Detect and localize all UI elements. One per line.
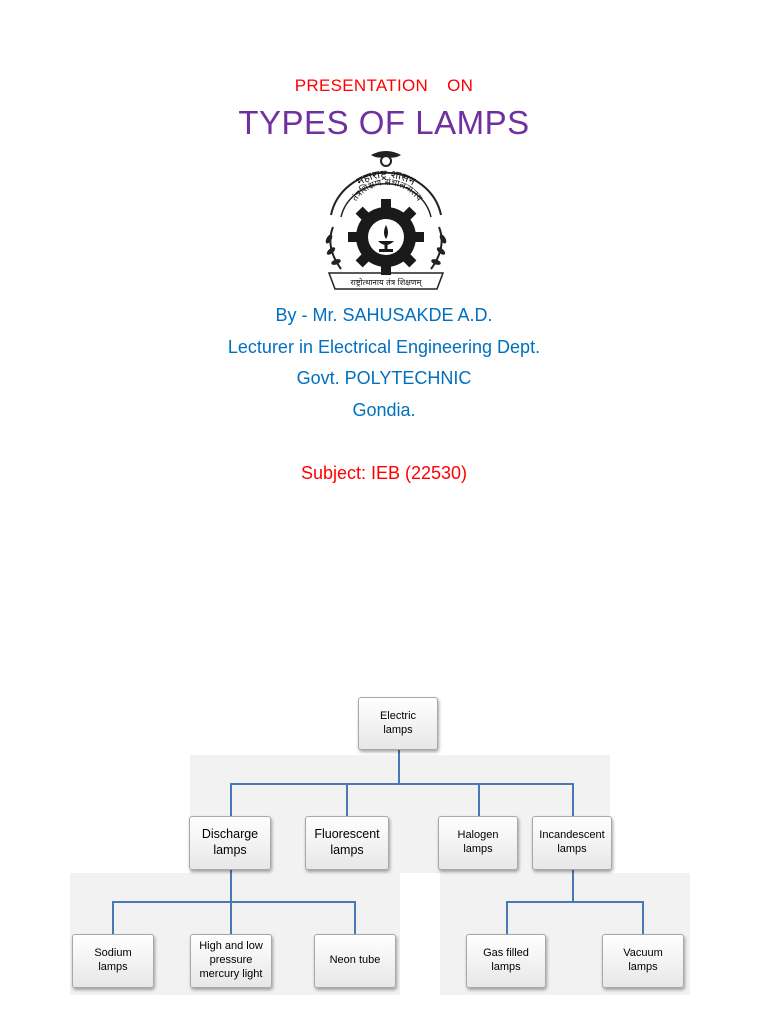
connector (572, 869, 574, 901)
node-incandescent-lamps: Incandescent lamps (532, 816, 612, 870)
connector (112, 901, 356, 903)
connector (230, 901, 232, 935)
author-designation: Lecturer in Electrical Engineering Dept. (227, 337, 541, 357)
subject-line: Subject: IEB (22530) (300, 463, 468, 483)
node-label: Discharge lamps (201, 827, 259, 857)
node-label: Vacuum lamps (623, 947, 663, 973)
node-neon-tube: Neon tube (314, 934, 396, 988)
connector (230, 783, 574, 785)
connector (230, 783, 232, 817)
connector (642, 901, 644, 935)
node-sodium-lamps: Sodium lamps (72, 934, 154, 988)
node-fluorescent-lamps: Fluorescent lamps (305, 816, 389, 870)
city-name: Gondia. (352, 400, 416, 420)
page-title: TYPES OF LAMPS (238, 104, 530, 141)
connector (506, 901, 644, 903)
connector (230, 869, 232, 901)
node-mercury-light: High and low pressure mercury light (190, 934, 272, 988)
college-name: Govt. POLYTECHNIC (296, 368, 472, 388)
node-label: Electric lamps (379, 709, 417, 736)
maharashtra-dte-emblem-icon: महाराष्ट्र शासन तंत्रशिक्षण संचालनालय (311, 149, 461, 295)
connector (506, 901, 508, 935)
connector (354, 901, 356, 935)
connector (346, 783, 348, 817)
connector (398, 750, 400, 784)
author-name: By - Mr. SAHUSAKDE A.D. (275, 305, 493, 325)
node-label: Neon tube (329, 954, 381, 967)
node-electric-lamps: Electric lamps (358, 697, 438, 750)
presentation-label: PRESENTATION ON (294, 76, 474, 95)
node-vacuum-lamps: Vacuum lamps (602, 934, 684, 988)
node-gas-filled-lamps: Gas filled lamps (466, 934, 546, 988)
node-discharge-lamps: Discharge lamps (189, 816, 271, 870)
node-label: High and low pressure mercury light (199, 940, 263, 980)
node-halogen-lamps: Halogen lamps (438, 816, 518, 870)
connector (478, 783, 480, 817)
node-label: Fluorescent lamps (314, 827, 380, 857)
node-label: Sodium lamps (94, 947, 132, 973)
node-label: Incandescent lamps (539, 829, 605, 855)
connector (112, 901, 114, 935)
node-label: Halogen lamps (457, 829, 499, 855)
connector (572, 783, 574, 817)
node-label: Gas filled lamps (483, 947, 529, 973)
emblem-text-bottom: राष्ट्रोत्थानाय तंत्र शिक्षणम् (351, 277, 424, 288)
